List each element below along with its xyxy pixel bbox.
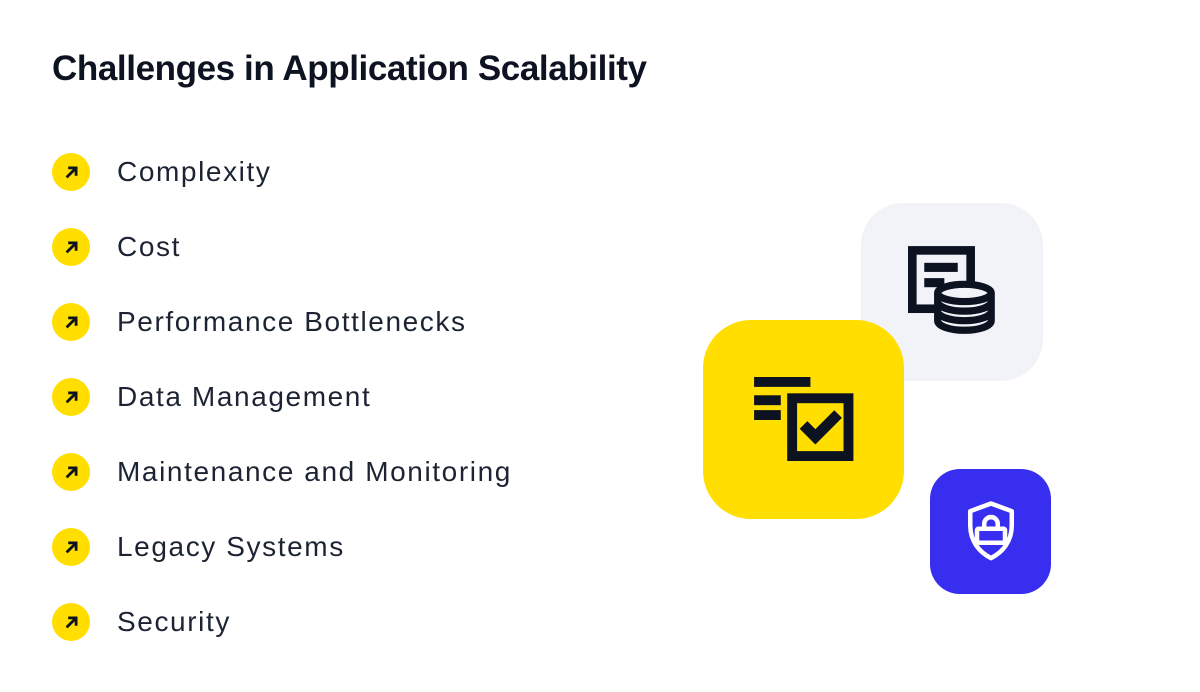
challenge-label: Cost bbox=[117, 231, 181, 262]
arrow-up-right-glyph bbox=[65, 466, 77, 478]
shield-lock-icon bbox=[967, 501, 1014, 561]
list-item: Data Management bbox=[52, 378, 512, 416]
arrow-up-right-glyph bbox=[65, 166, 77, 178]
tile-checklist bbox=[703, 320, 904, 519]
arrow-up-right-icon bbox=[52, 153, 90, 191]
list-item: Performance Bottlenecks bbox=[52, 303, 512, 341]
challenge-list: Complexity Cost Performance Bottlenecks bbox=[52, 153, 512, 641]
arrow-up-right-icon bbox=[52, 228, 90, 266]
arrow-up-right-glyph bbox=[65, 316, 77, 328]
challenge-label: Maintenance and Monitoring bbox=[117, 456, 512, 487]
arrow-up-right-icon bbox=[52, 528, 90, 566]
list-item: Complexity bbox=[52, 153, 512, 191]
arrow-up-right-glyph bbox=[65, 541, 77, 553]
page-title: Challenges in Application Scalability bbox=[52, 49, 647, 88]
document-database-icon bbox=[908, 246, 995, 334]
arrow-up-right-icon bbox=[52, 603, 90, 641]
arrow-up-right-icon bbox=[52, 378, 90, 416]
arrow-up-right-glyph bbox=[65, 241, 77, 253]
tile-security bbox=[930, 469, 1051, 594]
challenge-label: Legacy Systems bbox=[117, 531, 345, 562]
list-item: Security bbox=[52, 603, 512, 641]
arrow-up-right-glyph bbox=[65, 391, 77, 403]
challenge-label: Performance Bottlenecks bbox=[117, 306, 467, 337]
arrow-up-right-icon bbox=[52, 453, 90, 491]
challenge-label: Data Management bbox=[117, 381, 372, 412]
checklist-checkbox-icon bbox=[753, 377, 853, 462]
challenge-label: Complexity bbox=[117, 156, 272, 187]
list-item: Maintenance and Monitoring bbox=[52, 453, 512, 491]
list-item: Cost bbox=[52, 228, 512, 266]
list-item: Legacy Systems bbox=[52, 528, 512, 566]
challenge-label: Security bbox=[117, 606, 231, 637]
arrow-up-right-glyph bbox=[65, 616, 77, 628]
arrow-up-right-icon bbox=[52, 303, 90, 341]
